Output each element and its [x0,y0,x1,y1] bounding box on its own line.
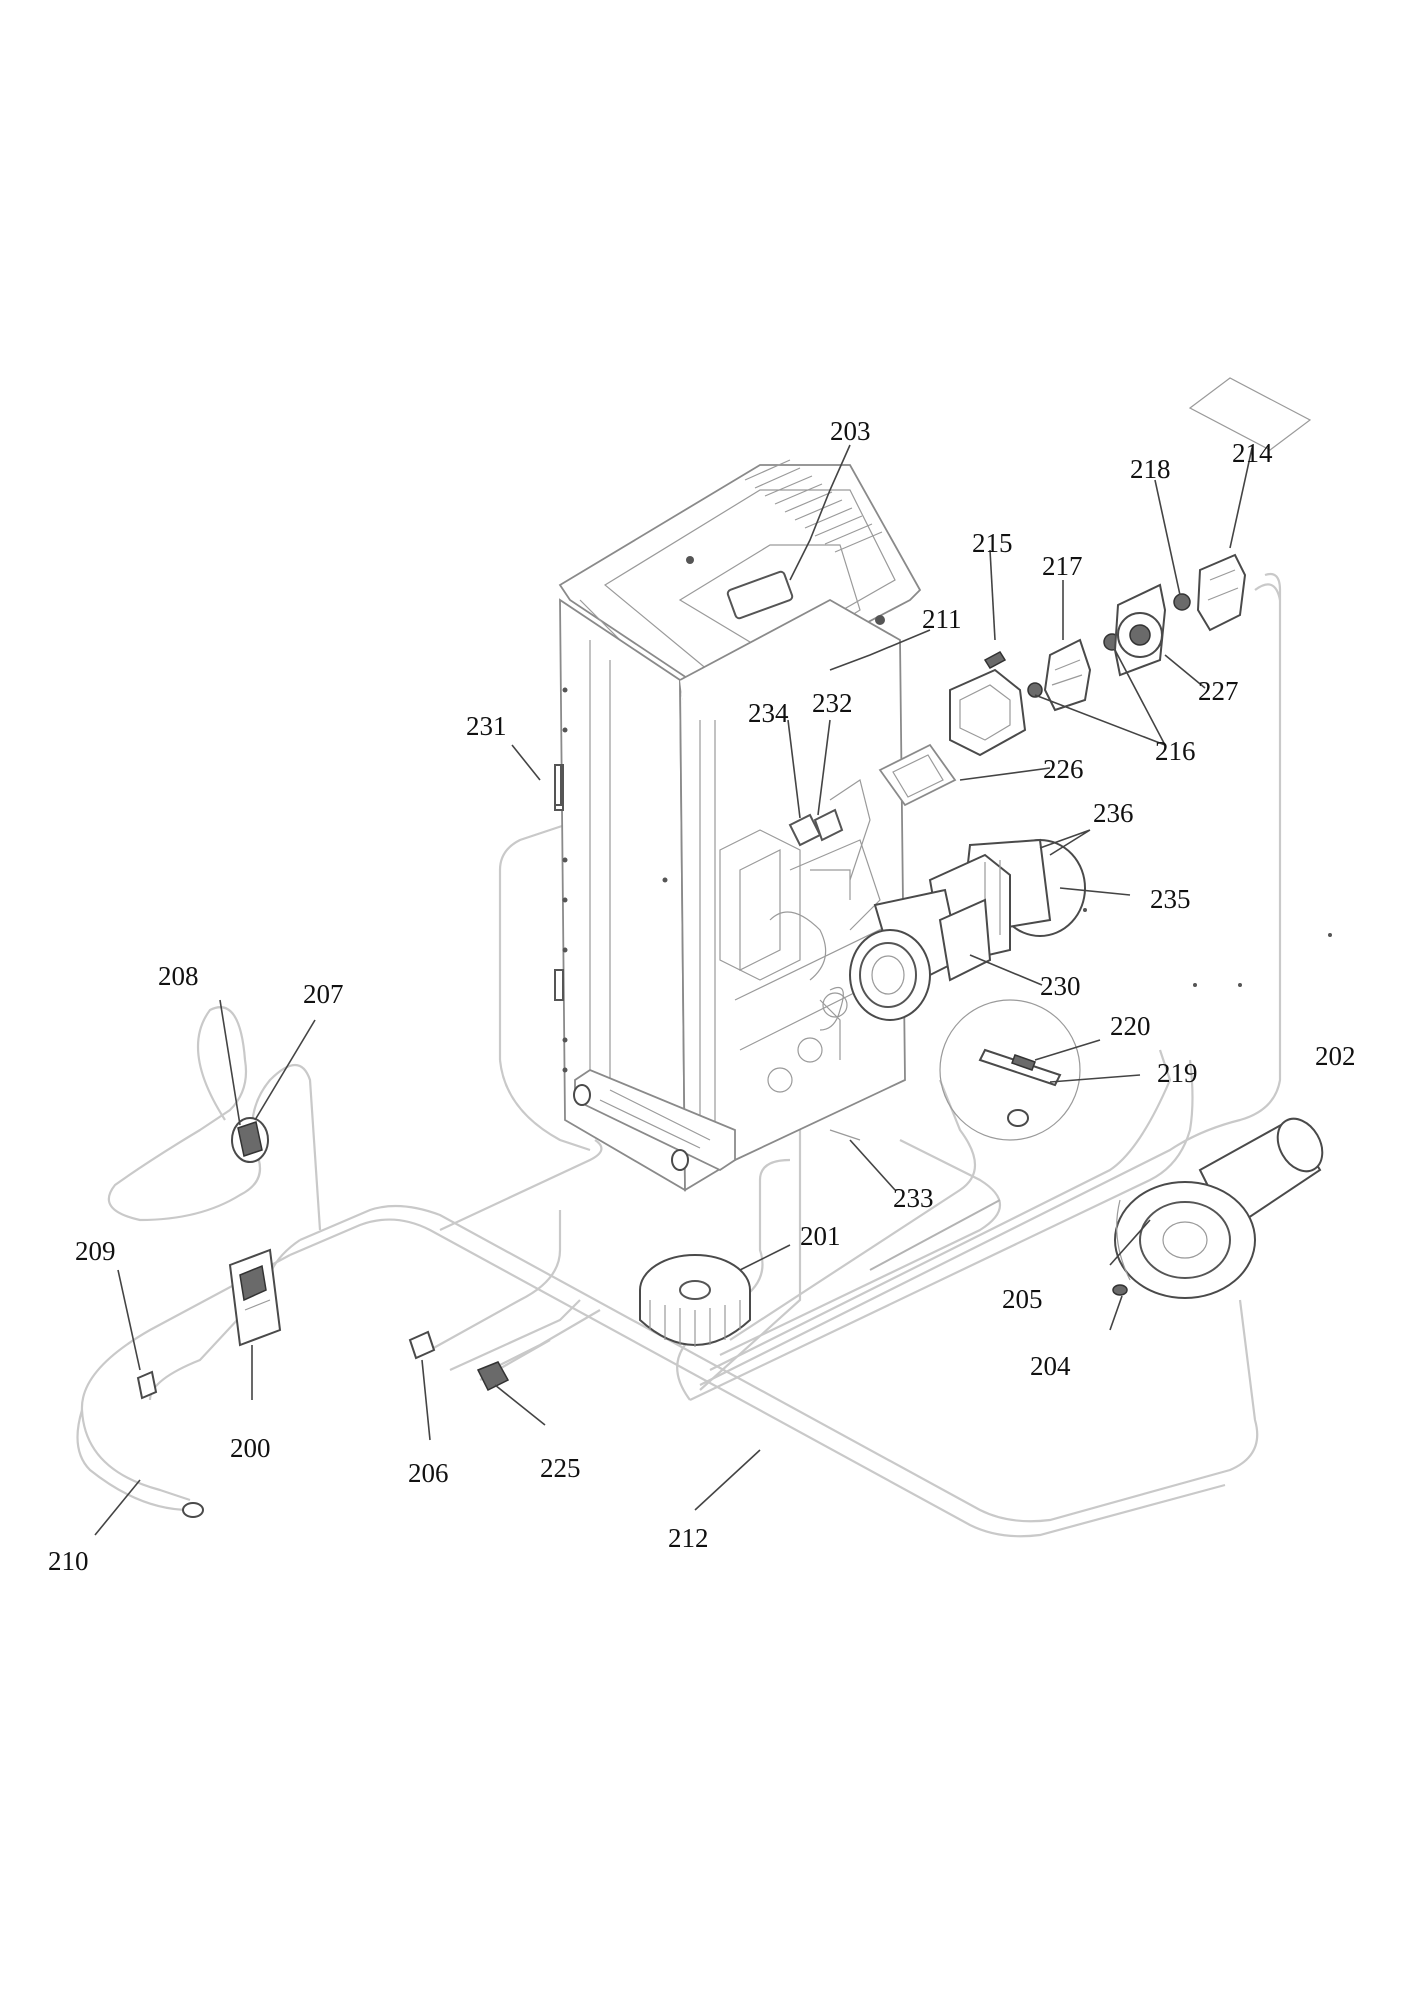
label-208: 208 [158,961,199,991]
label-235: 235 [1150,884,1191,914]
part-labels: 203 214 218 215 217 211 227 232 234 231 … [48,416,1356,1576]
label-203: 203 [830,416,871,446]
label-211: 211 [922,604,962,634]
label-225: 225 [540,1453,581,1483]
small-components [136,764,562,1518]
label-216: 216 [1155,736,1196,766]
label-215: 215 [972,528,1013,558]
label-219: 219 [1157,1058,1198,1088]
leader-lines [94,444,1253,1536]
label-220: 220 [1110,1011,1151,1041]
label-207: 207 [303,979,344,1009]
label-227: 227 [1198,676,1239,706]
label-209: 209 [75,1236,116,1266]
label-232: 232 [812,688,853,718]
label-200: 200 [230,1433,271,1463]
centrifugal-fan-201 [639,1254,751,1347]
label-236: 236 [1093,798,1134,828]
label-201: 201 [800,1221,841,1251]
label-234: 234 [748,698,789,728]
motor-assembly [849,377,1332,1141]
label-233: 233 [893,1183,934,1213]
label-206: 206 [408,1458,449,1488]
label-230: 230 [1040,971,1081,1001]
label-217: 217 [1042,551,1083,581]
label-205: 205 [1002,1284,1043,1314]
label-218: 218 [1130,454,1171,484]
label-204: 204 [1030,1351,1071,1381]
stove-cabinet [554,459,957,1192]
exhaust-fan-204 [1112,1117,1324,1299]
label-226: 226 [1043,754,1084,784]
wiring-harness [76,572,1282,1538]
label-210: 210 [48,1546,89,1576]
label-212: 212 [668,1523,709,1553]
label-202: 202 [1315,1041,1356,1071]
label-231: 231 [466,711,507,741]
label-214: 214 [1232,438,1273,468]
